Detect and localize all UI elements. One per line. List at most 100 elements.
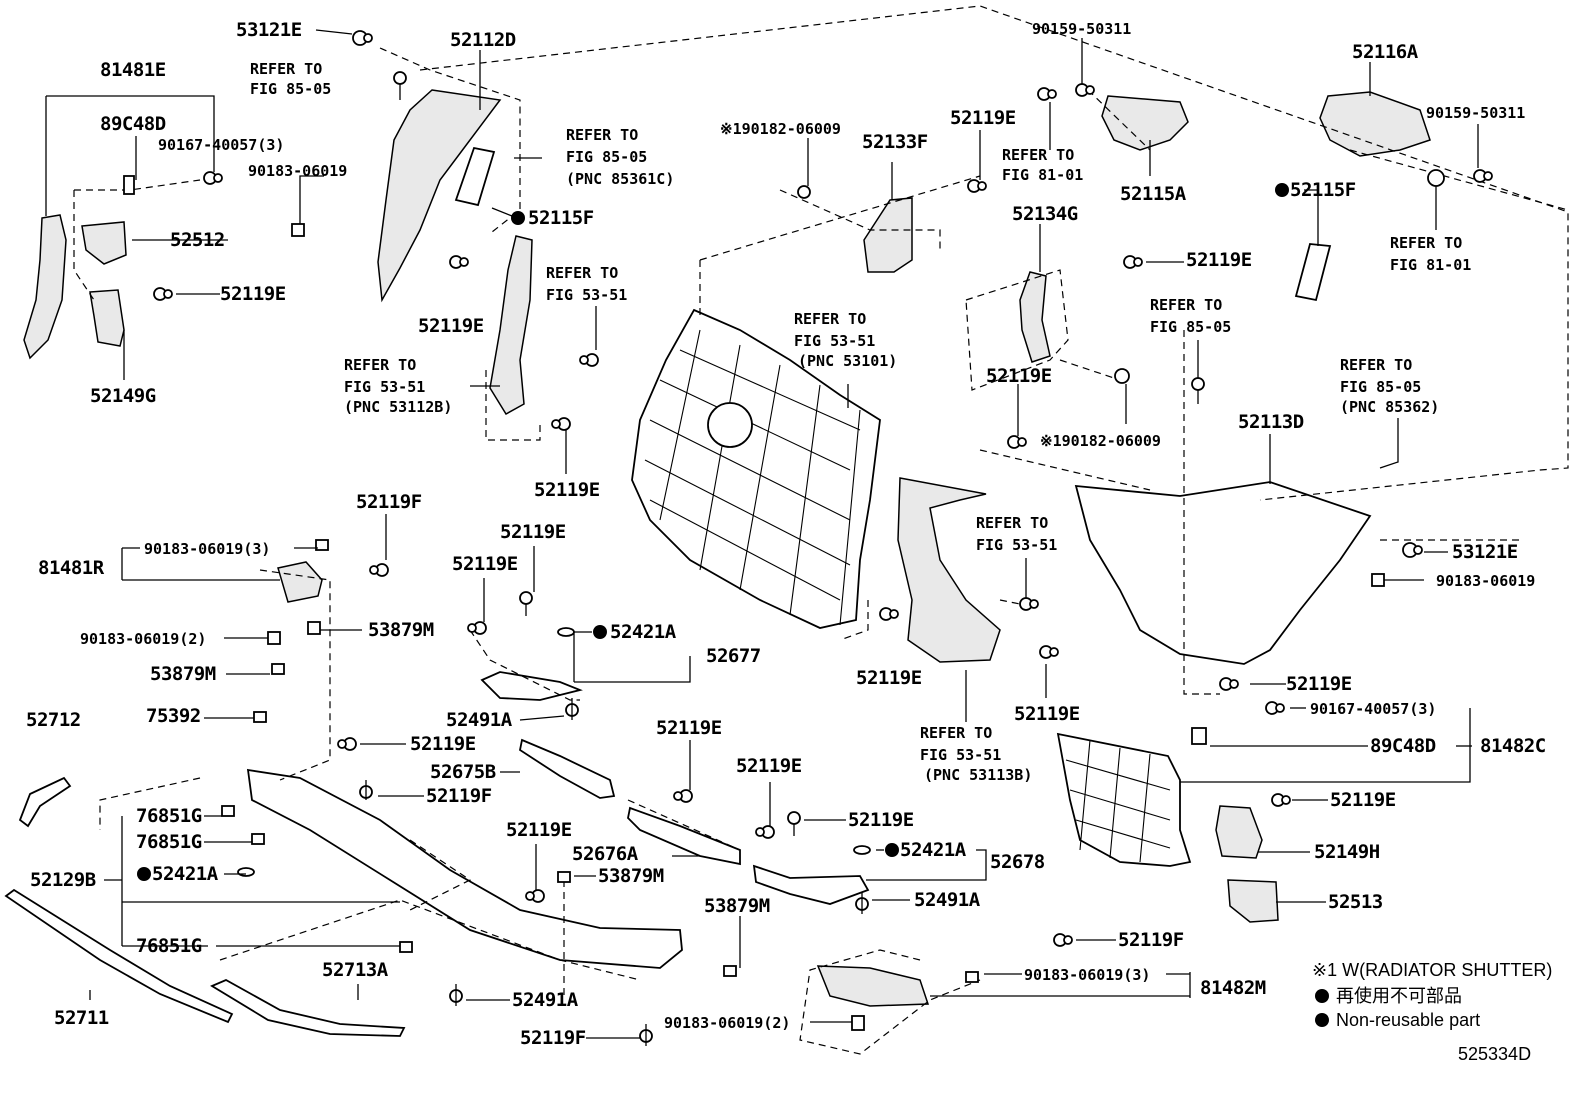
part-52115a bbox=[1101, 95, 1189, 151]
label-52677: 52677 bbox=[706, 645, 761, 667]
part-52713a bbox=[210, 978, 406, 1037]
ref-81-01-b-line1: REFER TO bbox=[1390, 234, 1462, 252]
part-52112d bbox=[377, 89, 502, 303]
ref-81-01-a-line2: FIG 81-01 bbox=[1002, 166, 1083, 184]
part-81482m bbox=[816, 965, 930, 1007]
label-90183-3-a: 90183-06019(3) bbox=[144, 540, 270, 558]
bolt-icon bbox=[1271, 793, 1291, 807]
label-52491a-c: 52491A bbox=[512, 989, 579, 1011]
label-52149g: 52149G bbox=[90, 385, 156, 407]
bolt-icon bbox=[1019, 597, 1039, 611]
bolt-icon bbox=[393, 71, 407, 100]
label-53121e-right: 53121E bbox=[1452, 541, 1518, 563]
label-52491a-b: 52491A bbox=[914, 889, 981, 911]
label-52112d: 52112D bbox=[450, 29, 516, 51]
clip-icon bbox=[123, 175, 135, 195]
clip-icon bbox=[271, 663, 285, 675]
part-81481e bbox=[23, 214, 67, 360]
label-75392: 75392 bbox=[146, 705, 201, 727]
ref-53101-line3: (PNC 53101) bbox=[798, 352, 897, 370]
label-52119e-4: 52119E bbox=[418, 315, 484, 337]
label-52421a-c: 52421A bbox=[152, 863, 219, 885]
bolt-icon bbox=[525, 889, 545, 903]
legend-radiator-shutter: ※1 W(RADIATOR SHUTTER) bbox=[1312, 960, 1552, 980]
label-52512: 52512 bbox=[170, 229, 225, 251]
label-52116a: 52116A bbox=[1352, 41, 1419, 63]
part-52149g bbox=[89, 289, 125, 347]
label-52119e-9: 52119E bbox=[856, 667, 922, 689]
label-52675b: 52675B bbox=[430, 761, 496, 783]
label-90183-06019-b: 90183-06019 bbox=[1436, 572, 1535, 590]
label-81482m: 81482M bbox=[1200, 977, 1266, 999]
ref-85362-line3: (PNC 85362) bbox=[1340, 398, 1439, 416]
ref-53-51-a-line2: FIG 53-51 bbox=[546, 286, 627, 304]
label-90183-2-a: 90183-06019(2) bbox=[80, 630, 206, 648]
clip-icon bbox=[1371, 573, 1385, 587]
label-81482c: 81482C bbox=[1480, 735, 1546, 757]
part-52711 bbox=[4, 888, 234, 1024]
ref-85361c-line3: (PNC 85361C) bbox=[566, 170, 674, 188]
ref-85-05-b-line2: FIG 85-05 bbox=[1150, 318, 1231, 336]
bolt-icon bbox=[551, 417, 571, 431]
clip-icon bbox=[221, 805, 235, 817]
clip-icon bbox=[851, 1015, 865, 1031]
bolt-icon bbox=[519, 591, 533, 616]
bolt-icon bbox=[449, 255, 469, 269]
bolt-icon bbox=[1265, 701, 1285, 715]
washer-icon bbox=[853, 845, 871, 855]
ref-85-05-b-line1: REFER TO bbox=[1150, 296, 1222, 314]
part-52512 bbox=[81, 221, 127, 265]
label-52119e-17: 52119E bbox=[848, 809, 914, 831]
bolt-icon bbox=[1007, 435, 1027, 449]
label-89c48d-right: 89C48D bbox=[1370, 735, 1436, 757]
label-52119e-2: 52119E bbox=[1186, 249, 1252, 271]
label-90159-50311-a: 90159-50311 bbox=[1032, 20, 1131, 38]
part-52129b bbox=[246, 768, 683, 969]
label-52491a-a: 52491A bbox=[446, 709, 513, 731]
part-52115f-right bbox=[1294, 243, 1332, 302]
part-52149h bbox=[1215, 805, 1263, 859]
label-52119f-d: 52119F bbox=[520, 1027, 586, 1049]
label-52421a-b: 52421A bbox=[900, 839, 967, 861]
part-52513 bbox=[1227, 879, 1279, 923]
ref-53101-line2: FIG 53-51 bbox=[794, 332, 875, 350]
bolt-icon bbox=[337, 737, 357, 751]
washer-icon bbox=[237, 867, 255, 877]
label-52676a: 52676A bbox=[572, 843, 639, 865]
label-52119f-c: 52119F bbox=[1118, 929, 1184, 951]
nut-icon bbox=[1114, 368, 1130, 384]
legend-non-reusable-en: Non-reusable part bbox=[1336, 1010, 1480, 1030]
bolt-icon bbox=[203, 171, 223, 185]
bolt-icon bbox=[879, 607, 899, 621]
bolt-icon bbox=[467, 621, 487, 635]
ref-85361c-line1: REFER TO bbox=[566, 126, 638, 144]
part-52134g bbox=[1019, 271, 1051, 363]
ref-85362-line2: FIG 85-05 bbox=[1340, 378, 1421, 396]
ref-53-51-c-line2: FIG 53-51 bbox=[976, 536, 1057, 554]
part-81481r bbox=[277, 561, 323, 603]
legend: ※1 W(RADIATOR SHUTTER) 再使用不可部品 Non-reusa… bbox=[1312, 960, 1552, 1064]
bolt-icon bbox=[1473, 169, 1493, 183]
bolt-icon bbox=[369, 563, 389, 577]
label-52119e-16: 52119E bbox=[506, 819, 572, 841]
label-52113d: 52113D bbox=[1238, 411, 1304, 433]
clip-icon bbox=[965, 971, 979, 983]
bolt-icon bbox=[1053, 933, 1073, 947]
grille-mesh-lower-right bbox=[1065, 739, 1171, 863]
grille-emblem bbox=[707, 402, 753, 448]
label-52119e-6: 52119E bbox=[534, 479, 600, 501]
bolt-icon bbox=[639, 1024, 653, 1046]
label-53879m-b: 53879M bbox=[150, 663, 216, 685]
non-reusable-mark bbox=[1315, 1013, 1329, 1027]
part-52115f-left bbox=[454, 146, 496, 207]
bolt-icon bbox=[565, 698, 579, 720]
non-reusable-mark bbox=[593, 625, 607, 639]
ref-53-51-a-line1: REFER TO bbox=[546, 264, 618, 282]
label-190182-top: ※190182-06009 bbox=[720, 120, 841, 138]
non-reusable-mark bbox=[1275, 183, 1289, 197]
label-52115a: 52115A bbox=[1120, 183, 1187, 205]
part-52712 bbox=[18, 776, 72, 828]
clip-icon bbox=[352, 30, 373, 46]
fasteners bbox=[123, 30, 1493, 1046]
label-52119e-15: 52119E bbox=[1330, 789, 1396, 811]
